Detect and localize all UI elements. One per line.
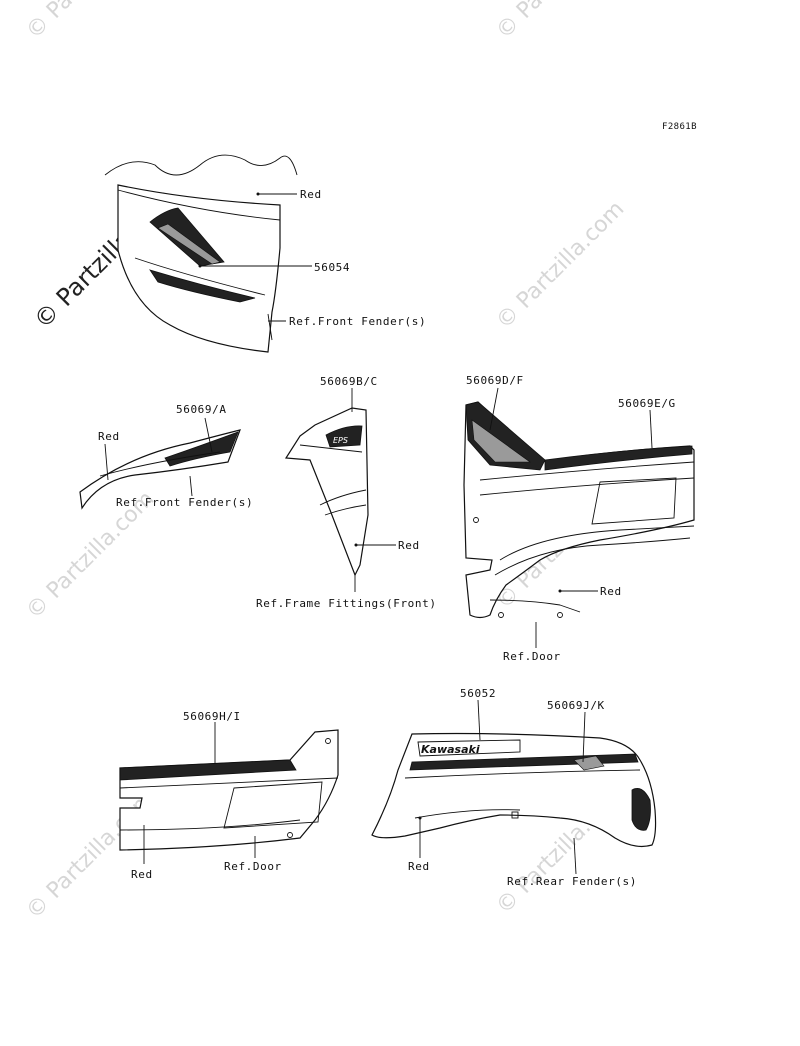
label-ref-front-fender-2: Ref.Front Fender(s) bbox=[116, 496, 253, 509]
front-fender-stripe bbox=[79, 429, 241, 510]
label-56054: 56054 bbox=[314, 261, 350, 274]
front-fender-top bbox=[104, 154, 298, 353]
label-ref-front-fender-1: Ref.Front Fender(s) bbox=[289, 315, 426, 328]
door-left bbox=[119, 729, 339, 851]
label-ref-frame-fittings: Ref.Frame Fittings(Front) bbox=[256, 597, 437, 610]
label-ref-door-1: Ref.Door bbox=[503, 650, 561, 663]
label-red-1: Red bbox=[300, 188, 322, 201]
brand-decal-text: Kawasaki bbox=[421, 743, 480, 756]
label-red-5: Red bbox=[131, 868, 153, 881]
door-right bbox=[463, 401, 695, 619]
label-ref-door-2: Ref.Door bbox=[224, 860, 282, 873]
label-56069-eg: 56069E/G bbox=[618, 397, 676, 410]
watermark-3: © Partzilla.com bbox=[492, 197, 630, 335]
label-56069-hi: 56069H/I bbox=[183, 710, 241, 723]
label-56069-bc: 56069B/C bbox=[320, 375, 378, 388]
label-red-3: Red bbox=[398, 539, 420, 552]
label-56069-jk: 56069J/K bbox=[547, 699, 605, 712]
label-red-4: Red bbox=[600, 585, 622, 598]
watermark-6: © Partzilla.com bbox=[22, 787, 160, 925]
frame-fittings-front: EPS bbox=[284, 407, 369, 577]
label-red-6: Red bbox=[408, 860, 430, 873]
label-56069-df: 56069D/F bbox=[466, 374, 524, 387]
label-56052: 56052 bbox=[460, 687, 496, 700]
watermark-2: © Partzilla.com bbox=[492, 0, 630, 44]
label-red-2: Red bbox=[98, 430, 120, 443]
label-56069-a: 56069/A bbox=[176, 403, 227, 416]
label-ref-rear-fender: Ref.Rear Fender(s) bbox=[507, 875, 637, 888]
rear-fender: Kawasaki bbox=[371, 732, 657, 848]
badge-text: EPS bbox=[333, 436, 348, 445]
watermark-1: © Partzilla.com bbox=[22, 0, 160, 44]
diagram-code: F2861B bbox=[662, 122, 697, 132]
